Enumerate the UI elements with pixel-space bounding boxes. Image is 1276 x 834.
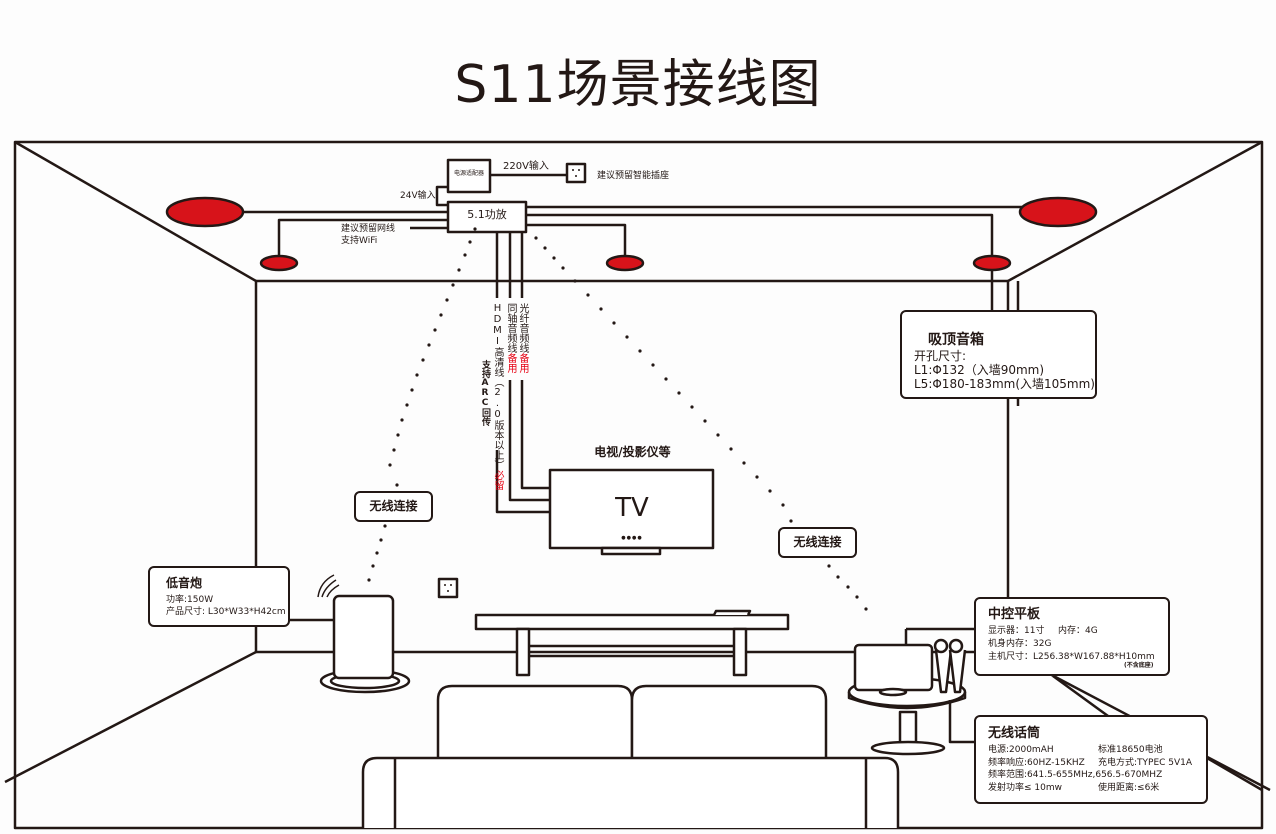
optical-cable-label: 光纤音频线备用 [517, 303, 528, 373]
perspective-line-bl [4, 650, 257, 784]
mic-left [934, 649, 953, 694]
control-tablet-title: 中控平板 [988, 607, 1041, 622]
outlet-note: 建议预留智能插座 [597, 171, 670, 181]
wire-right-rear-speaker [526, 213, 994, 258]
mic-left-head [933, 638, 949, 654]
control-tablet-size-note: (不含底座) [1124, 662, 1154, 669]
microphone-spec: 电源:2000mAH [988, 745, 1054, 755]
control-tablet-device [853, 643, 934, 692]
tv-stand [600, 546, 662, 556]
outlet-holes [444, 169, 580, 592]
control-tablet-memory: 内存：4G [1058, 626, 1098, 636]
tv-console-top [474, 613, 790, 631]
side-table-edge [847, 692, 967, 710]
tv-console-device [712, 609, 752, 616]
cable-coax-bottom [508, 380, 550, 502]
tv-console-leg-left [515, 627, 531, 677]
control-tablet-display: 显示器：11寸 [988, 626, 1045, 636]
hdmi-cable-text: HDMI高清线（2.0版本以上） [492, 303, 503, 470]
tv-screen [548, 468, 715, 550]
ceiling-speaker-rear-left [259, 254, 299, 272]
input-24v-label: 24V输入 [400, 191, 436, 201]
room-outer-frame [13, 140, 1264, 830]
subwoofer-info-box: 低音炮 功率:150W 产品尺寸: L30*W33*H42cm [148, 566, 290, 627]
wireless-connection-left: 无线连接 [354, 491, 433, 522]
perspective-line-tl [14, 140, 257, 283]
mic-right-head [948, 638, 964, 654]
microphone-spec: 使用距离:≤6米 [1098, 783, 1160, 793]
control-tablet-info-box: 中控平板 显示器：11寸 内存：4G 机身内存：32G 主机尺寸：L256.38… [974, 597, 1170, 676]
ceiling-outlet [565, 162, 587, 184]
ceiling-speaker-line: 开孔尺寸: [914, 349, 967, 363]
coaxial-cable-note: 备用 [505, 353, 516, 373]
ceiling-speaker-line: L5:Φ180-183mm(入墙105mm) [914, 377, 1095, 391]
wire-tablet-to-mic-box [1052, 674, 1109, 718]
subwoofer-wave-icon [317, 574, 340, 598]
sofa-cushion-left [436, 684, 634, 758]
perspective-line-tr [1007, 140, 1263, 283]
tv-caption: 电视/投影仪等 [594, 445, 671, 459]
ceiling-speaker-front-right [1018, 196, 1098, 228]
microphone-spec: 发射功率≤ 10mw [988, 783, 1062, 793]
input-220v-label: 220V输入 [503, 161, 549, 172]
microphone-info-box: 无线话筒 电源:2000mAH 标准18650电池 频率响应:60HZ-15KH… [974, 715, 1208, 804]
wire-left-rear-speaker [277, 218, 448, 258]
optical-cable-note: 备用 [517, 353, 528, 373]
coaxial-cable-text: 同轴音频线 [505, 303, 516, 353]
network-note-line1: 建议预留网线 [341, 224, 396, 234]
side-table-base [870, 740, 946, 756]
cable-hdmi-bottom [495, 450, 550, 514]
wire-center-speaker [526, 223, 627, 258]
optical-cable-text: 光纤音频线 [517, 303, 528, 353]
wall-outlet [437, 577, 459, 599]
cable-optical-bottom [520, 380, 550, 490]
ceiling-speaker-rear-right [972, 254, 1012, 272]
control-tablet-storage: 机身内存：32G [988, 639, 1052, 649]
power-adapter-box [446, 158, 492, 194]
ceiling-speaker-title: 吸顶音箱 [928, 332, 984, 348]
wire-24v [435, 185, 448, 207]
ceiling-speaker-center [605, 254, 645, 272]
subwoofer-title: 低音炮 [166, 576, 203, 590]
coaxial-cable-label: 同轴音频线备用 [505, 303, 516, 373]
microphone-spec: 标准18650电池 [1098, 745, 1163, 755]
hdmi-cable-note: 必留 [492, 470, 503, 490]
network-note-line2: 支持WiFi [341, 236, 378, 246]
tv-console-leg-right [732, 627, 748, 677]
tv-indicator: ●●●● [621, 535, 643, 541]
mic-right [948, 649, 967, 694]
microphone-title: 无线话筒 [988, 726, 1041, 741]
control-tablet-size: 主机尺寸：L256.38*W167.88*H10mm [988, 652, 1155, 662]
subwoofer-size: 产品尺寸: L30*W33*H42cm [166, 607, 286, 617]
microphone-spec: 频率范围:641.5-655MHz,656.5-670MHZ [988, 770, 1163, 780]
wire-mic-box [948, 700, 974, 744]
ceiling-speaker-line: L1:Φ132（入墙90mm) [914, 363, 1045, 377]
wireless-dots-left [367, 227, 477, 582]
amplifier-label: 5.1功放 [467, 208, 507, 221]
ceiling-speaker-info-box: 吸顶音箱 开孔尺寸: L1:Φ132（入墙90mm) L5:Φ180-183mm… [900, 310, 1097, 399]
sofa-cushion-right [630, 684, 828, 758]
amplifier-box [446, 200, 528, 234]
wireless-connection-right: 无线连接 [778, 527, 857, 558]
hdmi-cable-label: HDMI高清线（2.0版本以上）必留 [492, 303, 503, 490]
microphone-spec: 充电方式:TYPEC 5V1A [1098, 758, 1193, 768]
subwoofer-power: 功率:150W [166, 595, 214, 605]
power-outlet-icon [567, 164, 585, 182]
page-title: S11场景接线图 [454, 55, 822, 115]
sofa-base [361, 756, 900, 828]
subwoofer-body [332, 594, 395, 680]
microphone-spec: 频率响应:60HZ-15KHZ [988, 758, 1085, 768]
ceiling-speaker-front-left [165, 196, 245, 228]
wire-mic-box-to-wall [1206, 756, 1263, 792]
hdmi-arc-note: 支持ARC回传 [480, 360, 490, 426]
power-adapter-label: 电源适配器 [453, 170, 484, 177]
tablet-stand [878, 687, 908, 697]
wireless-dots-right [534, 236, 868, 611]
tv-label: TV [615, 493, 649, 523]
